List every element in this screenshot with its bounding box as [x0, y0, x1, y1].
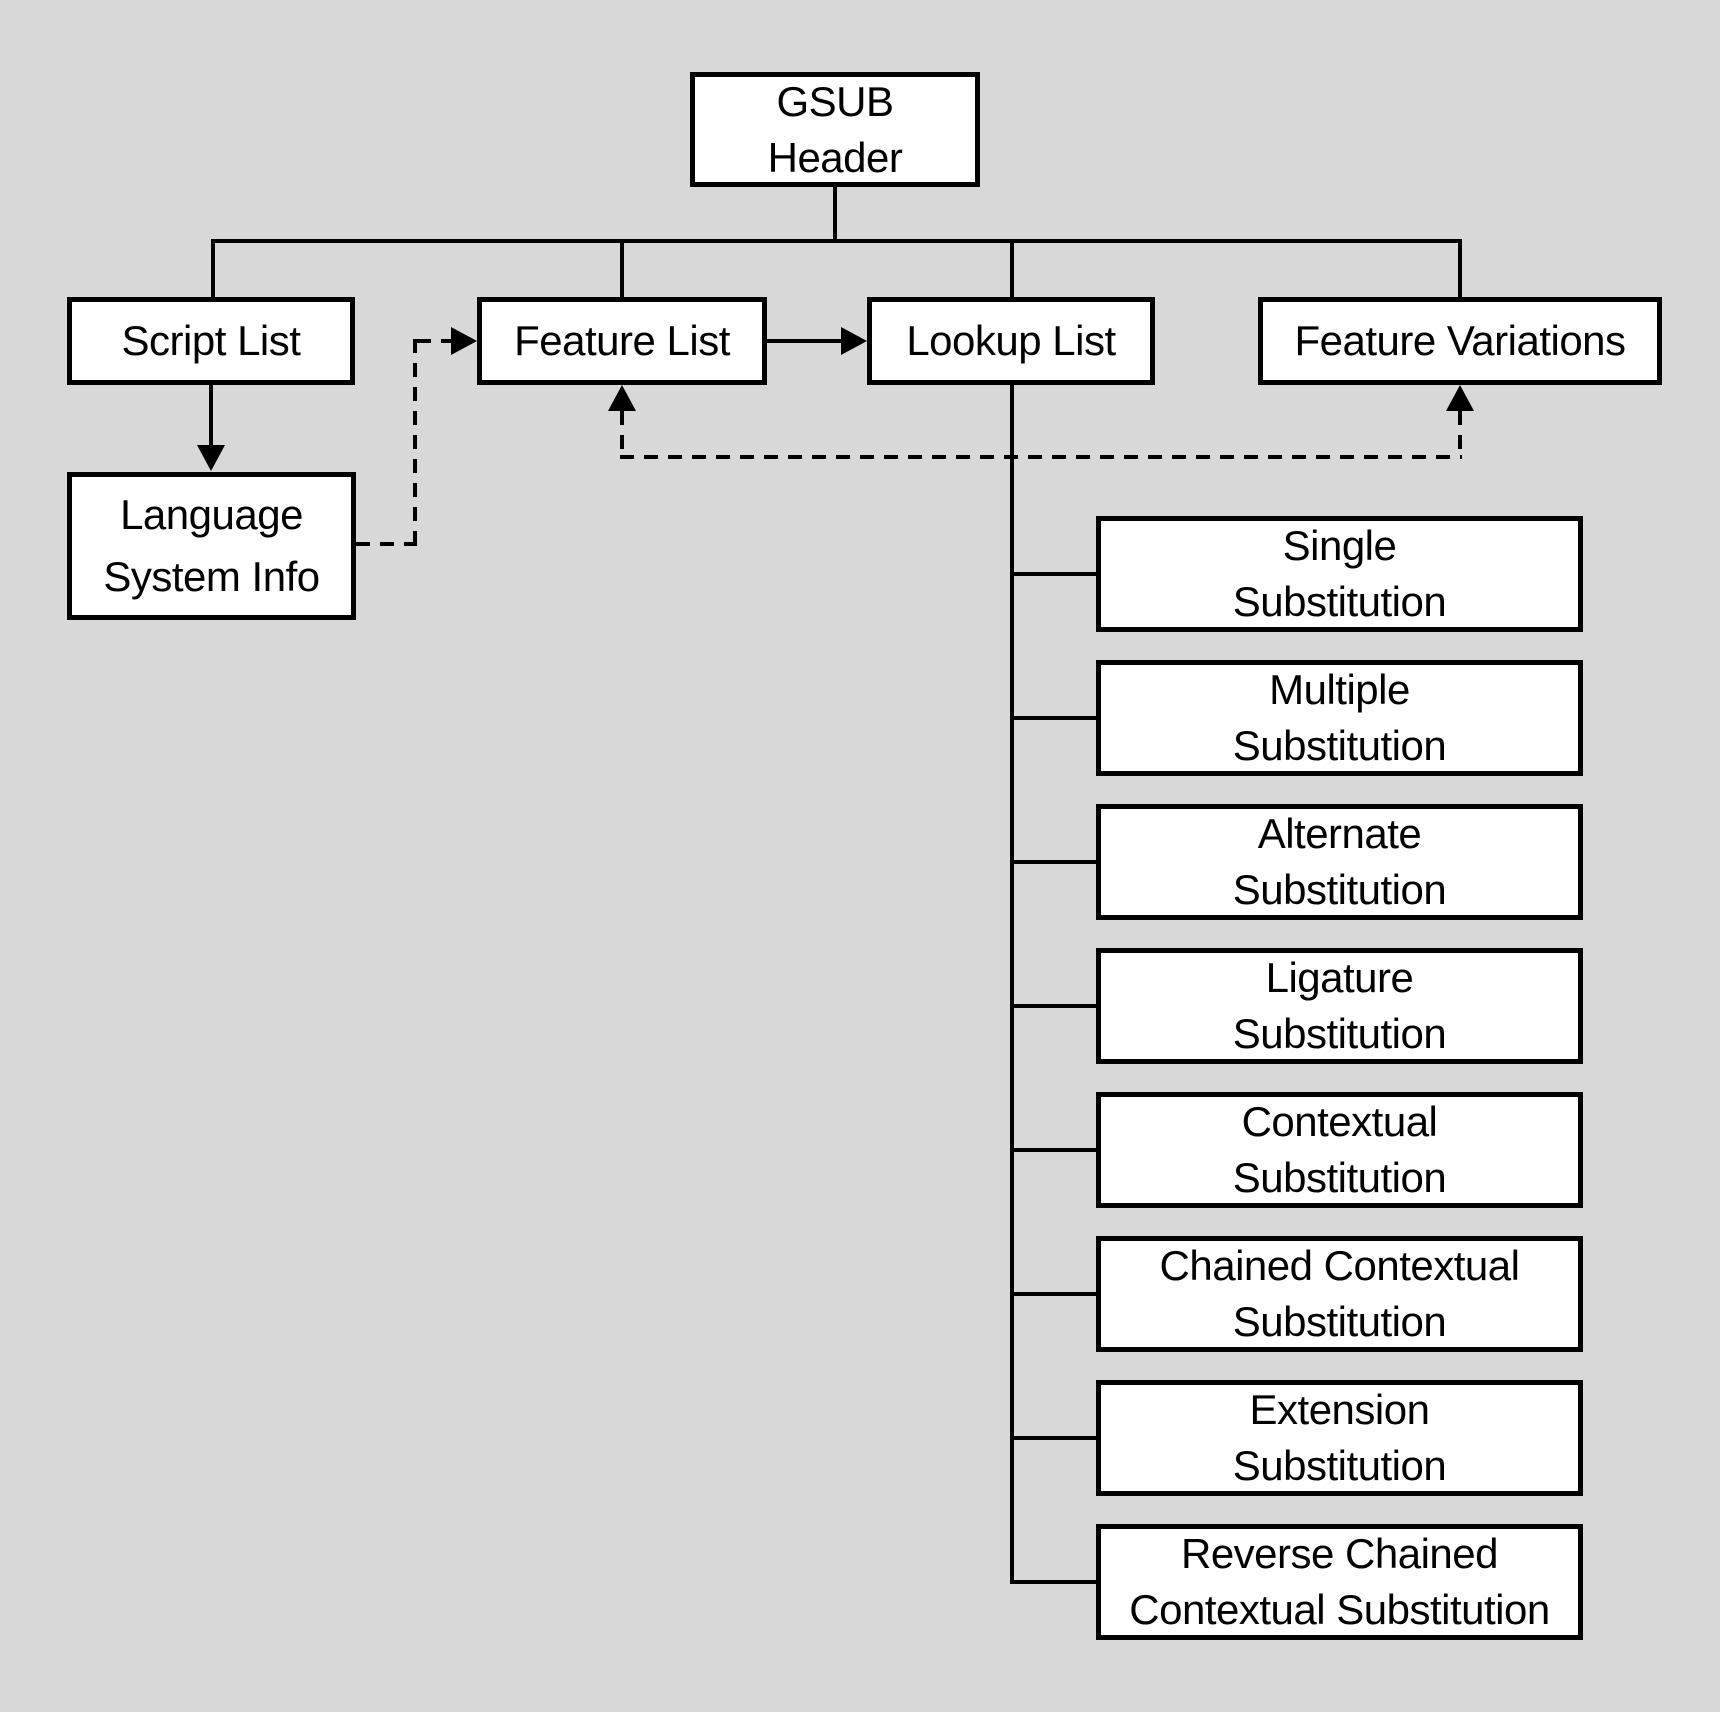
arrowhead-down-language-system-info [197, 445, 225, 471]
reverse-chained-substitution-label-line2: Contextual Substitution [1129, 1586, 1550, 1633]
feature-variations-label: Feature Variations [1294, 317, 1626, 364]
connector-drop-feature-variations [1458, 239, 1462, 299]
feature-list-label: Feature List [514, 317, 730, 364]
connector-branch-extension-substitution [1010, 1436, 1096, 1440]
alternate-substitution-label-line2: Substitution [1232, 866, 1447, 913]
contextual-substitution-label-line1: Contextual [1241, 1098, 1438, 1145]
connector-drop-feature-list [620, 239, 624, 299]
script-list-label: Script List [121, 317, 301, 364]
arrowhead-up-feature-list [608, 385, 636, 411]
connector-dashed-feature-variations-up [1458, 411, 1462, 459]
connector-branch-multiple-substitution [1010, 716, 1096, 720]
language-system-info-label-line1: Language [120, 491, 303, 538]
connector-dashed-below-feature-list [620, 411, 624, 459]
ligature-substitution-node: Ligature Substitution [1096, 948, 1583, 1064]
connector-gsub-stem [833, 185, 837, 243]
reverse-chained-contextual-substitution-node: Reverse Chained Contextual Substitution [1096, 1524, 1583, 1640]
script-list-node: Script List [67, 297, 355, 385]
connector-lookup-trunk [1010, 383, 1014, 1584]
chained-contextual-substitution-label-line2: Substitution [1232, 1298, 1447, 1345]
chained-contextual-substitution-node: Chained Contextual Substitution [1096, 1236, 1583, 1352]
contextual-substitution-node: Contextual Substitution [1096, 1092, 1583, 1208]
connector-branch-reverse-chained-substitution [1010, 1580, 1096, 1584]
lookup-list-label: Lookup List [906, 317, 1116, 364]
multiple-substitution-label-line1: Multiple [1269, 666, 1410, 713]
gsub-header-node: GSUB Header [690, 72, 980, 187]
connector-feature-to-lookup [765, 339, 843, 343]
extension-substitution-node: Extension Substitution [1096, 1380, 1583, 1496]
feature-variations-node: Feature Variations [1258, 297, 1662, 385]
gsub-header-label-line2: Header [767, 133, 903, 181]
lookup-list-node: Lookup List [867, 297, 1155, 385]
alternate-substitution-label-line1: Alternate [1257, 810, 1422, 857]
connector-branch-alternate-substitution [1010, 860, 1096, 864]
multiple-substitution-node: Multiple Substitution [1096, 660, 1583, 776]
extension-substitution-label-line2: Substitution [1232, 1442, 1447, 1489]
gsub-header-label-line1: GSUB [776, 77, 894, 125]
connector-dashed-lower-line [620, 455, 1462, 459]
connector-dashed-language-to-feature [417, 339, 453, 343]
reverse-chained-substitution-label-line1: Reverse Chained [1180, 1530, 1499, 1577]
contextual-substitution-label-line2: Substitution [1232, 1154, 1447, 1201]
single-substitution-label-line2: Substitution [1232, 578, 1447, 625]
arrowhead-right-feature-list [451, 327, 477, 355]
connector-branch-ligature-substitution [1010, 1004, 1096, 1008]
connector-drop-lookup-list [1010, 239, 1014, 299]
connector-branch-contextual-substitution [1010, 1148, 1096, 1152]
arrowhead-up-feature-variations [1446, 385, 1474, 411]
arrowhead-right-lookup-list [841, 327, 867, 355]
single-substitution-node: Single Substitution [1096, 516, 1583, 632]
connector-drop-script-list [211, 239, 215, 299]
connector-dashed-language-exit [356, 542, 417, 546]
multiple-substitution-label-line2: Substitution [1232, 722, 1447, 769]
extension-substitution-label-line1: Extension [1249, 1386, 1430, 1433]
connector-script-to-language [209, 383, 213, 447]
ligature-substitution-label-line1: Ligature [1265, 954, 1414, 1001]
chained-contextual-substitution-label-line1: Chained Contextual [1159, 1242, 1520, 1289]
alternate-substitution-node: Alternate Substitution [1096, 804, 1583, 920]
feature-list-node: Feature List [477, 297, 767, 385]
connector-dashed-language-up [413, 339, 417, 546]
single-substitution-label-line1: Single [1282, 522, 1397, 569]
language-system-info-node: Language System Info [67, 472, 356, 620]
ligature-substitution-label-line2: Substitution [1232, 1010, 1447, 1057]
connector-branch-chained-contextual-substitution [1010, 1292, 1096, 1296]
connector-distribution-line [211, 239, 1462, 243]
connector-branch-single-substitution [1010, 572, 1096, 576]
language-system-info-label-line2: System Info [103, 553, 320, 600]
